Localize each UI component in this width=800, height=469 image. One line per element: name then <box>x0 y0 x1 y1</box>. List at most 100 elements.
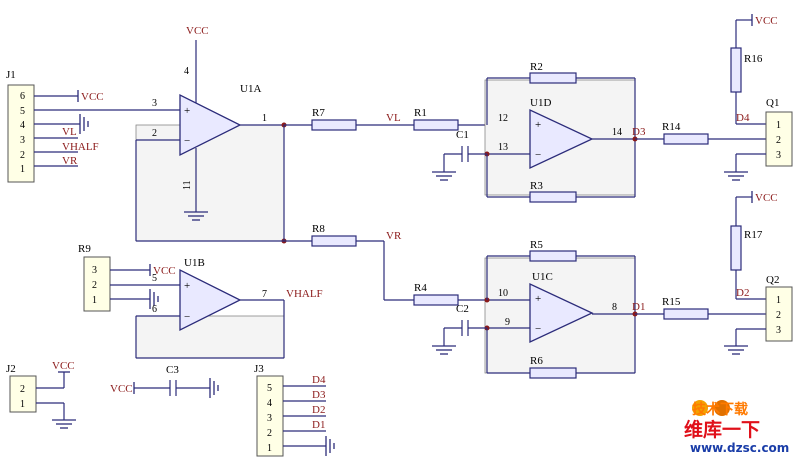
u1c-minus: − <box>535 323 541 335</box>
j1-pin1: 1 <box>20 164 25 175</box>
c1-label: C1 <box>456 129 469 141</box>
potentiometer-r9: R9 3 2 1 VCC <box>78 243 180 312</box>
u1a-pin4: 4 <box>184 66 189 77</box>
u1a-pin1: 1 <box>262 113 267 124</box>
u1d-label: U1D <box>530 97 551 109</box>
j1-label: J1 <box>6 69 16 81</box>
r5-label: R5 <box>530 239 543 251</box>
q2-pin1: 1 <box>776 295 781 306</box>
q1-pin3: 3 <box>776 150 781 161</box>
opamp-u1b: + − U1B 5 6 7 VHALF <box>135 257 323 359</box>
q1-label: Q1 <box>766 97 779 109</box>
u1c-label: U1C <box>532 271 553 283</box>
r7-label: R7 <box>312 107 325 119</box>
resistor-r14 <box>663 133 709 145</box>
r9-pin3: 3 <box>92 265 97 276</box>
watermark-top-text: 技术下载 <box>692 401 748 418</box>
vl-net-label: VL <box>386 112 401 124</box>
q1-pin2: 2 <box>776 135 781 146</box>
resistor-r16 <box>730 47 742 93</box>
j1-pin2: 2 <box>20 150 25 161</box>
watermark-url: www.dzsc.com <box>690 441 789 455</box>
r15-label: R15 <box>662 296 681 308</box>
d4-net-label: D4 <box>736 112 750 124</box>
q2-label: Q2 <box>766 274 779 286</box>
j2-label: J2 <box>6 363 16 375</box>
u1a-minus: − <box>184 135 190 147</box>
r9-vcc-label: VCC <box>153 265 176 277</box>
j3-pin1: 1 <box>267 443 272 454</box>
r16-label: R16 <box>744 53 763 65</box>
q1-pin1: 1 <box>776 120 781 131</box>
u1b-pin7: 7 <box>262 289 267 300</box>
r1-label: R1 <box>414 107 427 119</box>
j3-pin5: 5 <box>267 383 272 394</box>
u1b-pin6: 6 <box>152 304 157 315</box>
u1a-pin2: 2 <box>152 128 157 139</box>
resistor-r15 <box>663 308 709 320</box>
watermark: 技术下载 维库一下 www.dzsc.com <box>684 400 789 455</box>
r9-label: R9 <box>78 243 91 255</box>
j1-pin3: 3 <box>20 135 25 146</box>
q2-pin2: 2 <box>776 310 781 321</box>
j1-vr-label: VR <box>62 155 78 167</box>
r9-pin2: 2 <box>92 280 97 291</box>
j3-d2-label: D2 <box>312 404 325 416</box>
d3-net-label: D3 <box>632 126 646 138</box>
u1d-plus: + <box>535 119 541 131</box>
j1-vl-label: VL <box>62 126 77 138</box>
r17-vcc-label: VCC <box>755 192 778 204</box>
j3-d3-label: D3 <box>312 389 326 401</box>
u1b-minus: − <box>184 311 190 323</box>
transistor-q2: VCC R17 D2 Q2 1 2 3 <box>724 191 793 355</box>
u1a-plus: + <box>184 105 190 117</box>
resistor-r2 <box>529 72 577 84</box>
u1c-pin10: 10 <box>498 288 508 299</box>
u1c-pin8: 8 <box>612 302 617 313</box>
j3-pin4: 4 <box>267 398 272 409</box>
u1b-pin5: 5 <box>152 273 157 284</box>
u1c-pin9: 9 <box>505 317 510 328</box>
transistor-q1: VCC R16 D4 Q1 1 2 3 <box>724 14 793 181</box>
capacitor-c2: C2 <box>432 303 487 355</box>
d2-net-label: D2 <box>736 287 749 299</box>
capacitor-c3: VCC C3 <box>110 364 219 398</box>
u1b-plus: + <box>184 280 190 292</box>
j1-pin4: 4 <box>20 120 25 131</box>
opamp-u1d: R2 + − U1D 12 13 R3 14 <box>484 61 636 203</box>
j3-d1-label: D1 <box>312 419 325 431</box>
j2-vcc-label: VCC <box>52 360 75 372</box>
u1a-pin3: 3 <box>152 98 157 109</box>
j3-d4-label: D4 <box>312 374 326 386</box>
u1d-pin14: 14 <box>612 127 622 138</box>
r2-label: R2 <box>530 61 543 73</box>
u1d-minus: − <box>535 149 541 161</box>
resistor-r5 <box>529 250 577 262</box>
resistor-r7 <box>311 119 357 131</box>
r14-label: R14 <box>662 121 681 133</box>
vr-net-label: VR <box>386 230 402 242</box>
j2-pin1: 1 <box>20 399 25 410</box>
resistor-r4 <box>413 294 459 306</box>
j3-pin3: 3 <box>267 413 272 424</box>
u1c-plus: + <box>535 293 541 305</box>
c3-vcc-label: VCC <box>110 383 133 395</box>
d1-net-label: D1 <box>632 301 645 313</box>
r4-label: R4 <box>414 282 427 294</box>
capacitor-c1: C1 <box>432 129 487 181</box>
r6-label: R6 <box>530 355 543 367</box>
u1a-pin11: 11 <box>182 180 193 190</box>
resistor-r8 <box>311 235 357 247</box>
u1d-pin12: 12 <box>498 113 508 124</box>
u1a-label: U1A <box>240 83 261 95</box>
j2-pin2: 2 <box>20 384 25 395</box>
c2-label: C2 <box>456 303 469 315</box>
u1b-vhalf-label: VHALF <box>286 288 323 300</box>
resistor-r3 <box>529 191 577 203</box>
watermark-main-text: 维库一下 <box>684 418 760 441</box>
j1-pin5: 5 <box>20 106 25 117</box>
q2-pin3: 3 <box>776 325 781 336</box>
j1-vhalf-label: VHALF <box>62 141 99 153</box>
r9-pin1: 1 <box>92 295 97 306</box>
